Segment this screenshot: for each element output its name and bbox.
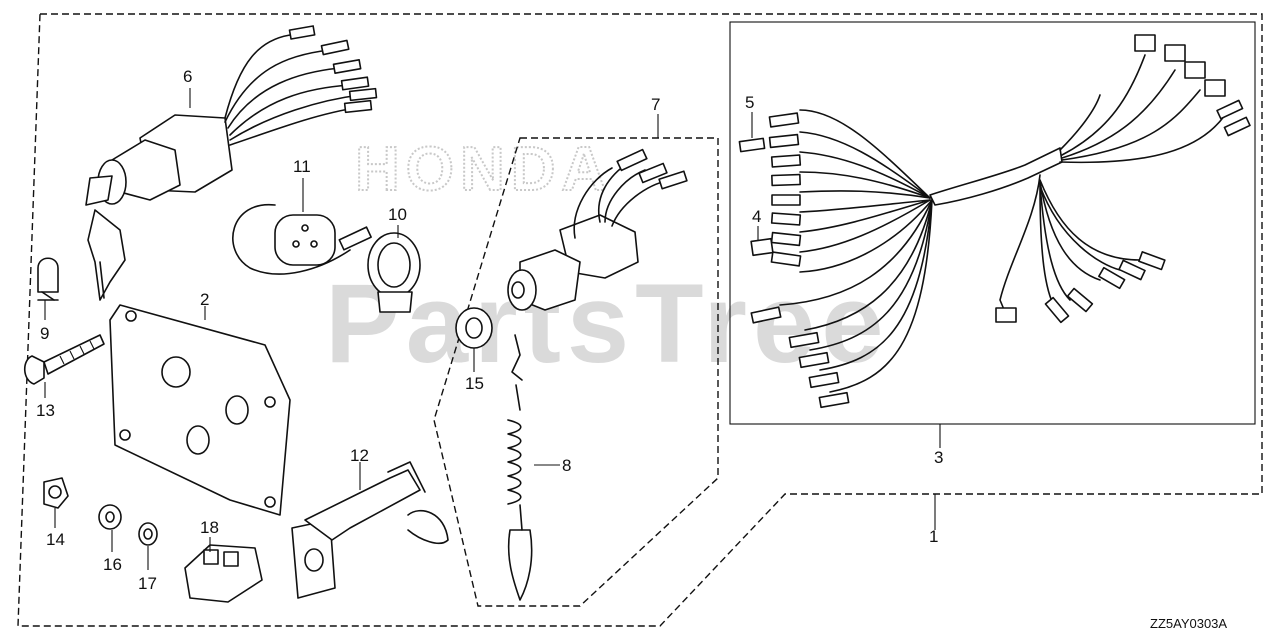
callout-4: 4 — [752, 207, 761, 226]
callout-6: 6 — [183, 67, 192, 86]
part-spring-washer — [138, 522, 158, 546]
logo-watermark-text: HONDA — [355, 135, 612, 204]
callout-10: 10 — [388, 205, 407, 224]
part-washer — [98, 504, 122, 530]
callout-5: 5 — [745, 93, 754, 112]
callout-7: 7 — [651, 95, 660, 114]
part-bolt — [23, 334, 105, 385]
harness-box — [729, 21, 1256, 425]
part-ignition-switch-with-key — [85, 25, 378, 301]
switch-group-boundary — [433, 137, 719, 607]
callout-8: 8 — [562, 456, 571, 475]
callout-13: 13 — [36, 401, 55, 420]
part-buzzer — [232, 204, 372, 275]
brand-logo-watermark: HONDA PartsTree — [325, 134, 890, 386]
callout-2: 2 — [200, 290, 209, 309]
callout-14: 14 — [46, 530, 65, 549]
callout-12: 12 — [350, 446, 369, 465]
diagram-code: ZZ5AY0303A — [1150, 616, 1227, 631]
callout-18: 18 — [200, 518, 219, 537]
part-clip — [37, 257, 59, 301]
part-lanyard — [507, 334, 533, 601]
callout-1: 1 — [929, 527, 938, 546]
part-seal-ring — [455, 307, 493, 349]
callout-16: 16 — [103, 555, 122, 574]
part-terminal-5 — [738, 137, 766, 153]
part-bracket — [291, 461, 449, 599]
callout-17: 17 — [138, 574, 157, 593]
part-coupler — [184, 544, 263, 603]
watermark-text: PartsTree — [325, 261, 890, 386]
callout-9: 9 — [40, 324, 49, 343]
part-main-harness — [750, 34, 1251, 409]
callout-3: 3 — [934, 448, 943, 467]
part-key-switch — [507, 148, 688, 311]
part-terminal-4 — [750, 237, 774, 257]
part-cover-ring — [367, 232, 421, 313]
part-mounting-plate — [109, 304, 291, 516]
part-nut — [43, 477, 69, 509]
callout-11: 11 — [293, 157, 311, 176]
outer-boundary — [17, 13, 1263, 627]
leader-lines — [44, 88, 941, 570]
callout-15: 15 — [465, 374, 484, 393]
